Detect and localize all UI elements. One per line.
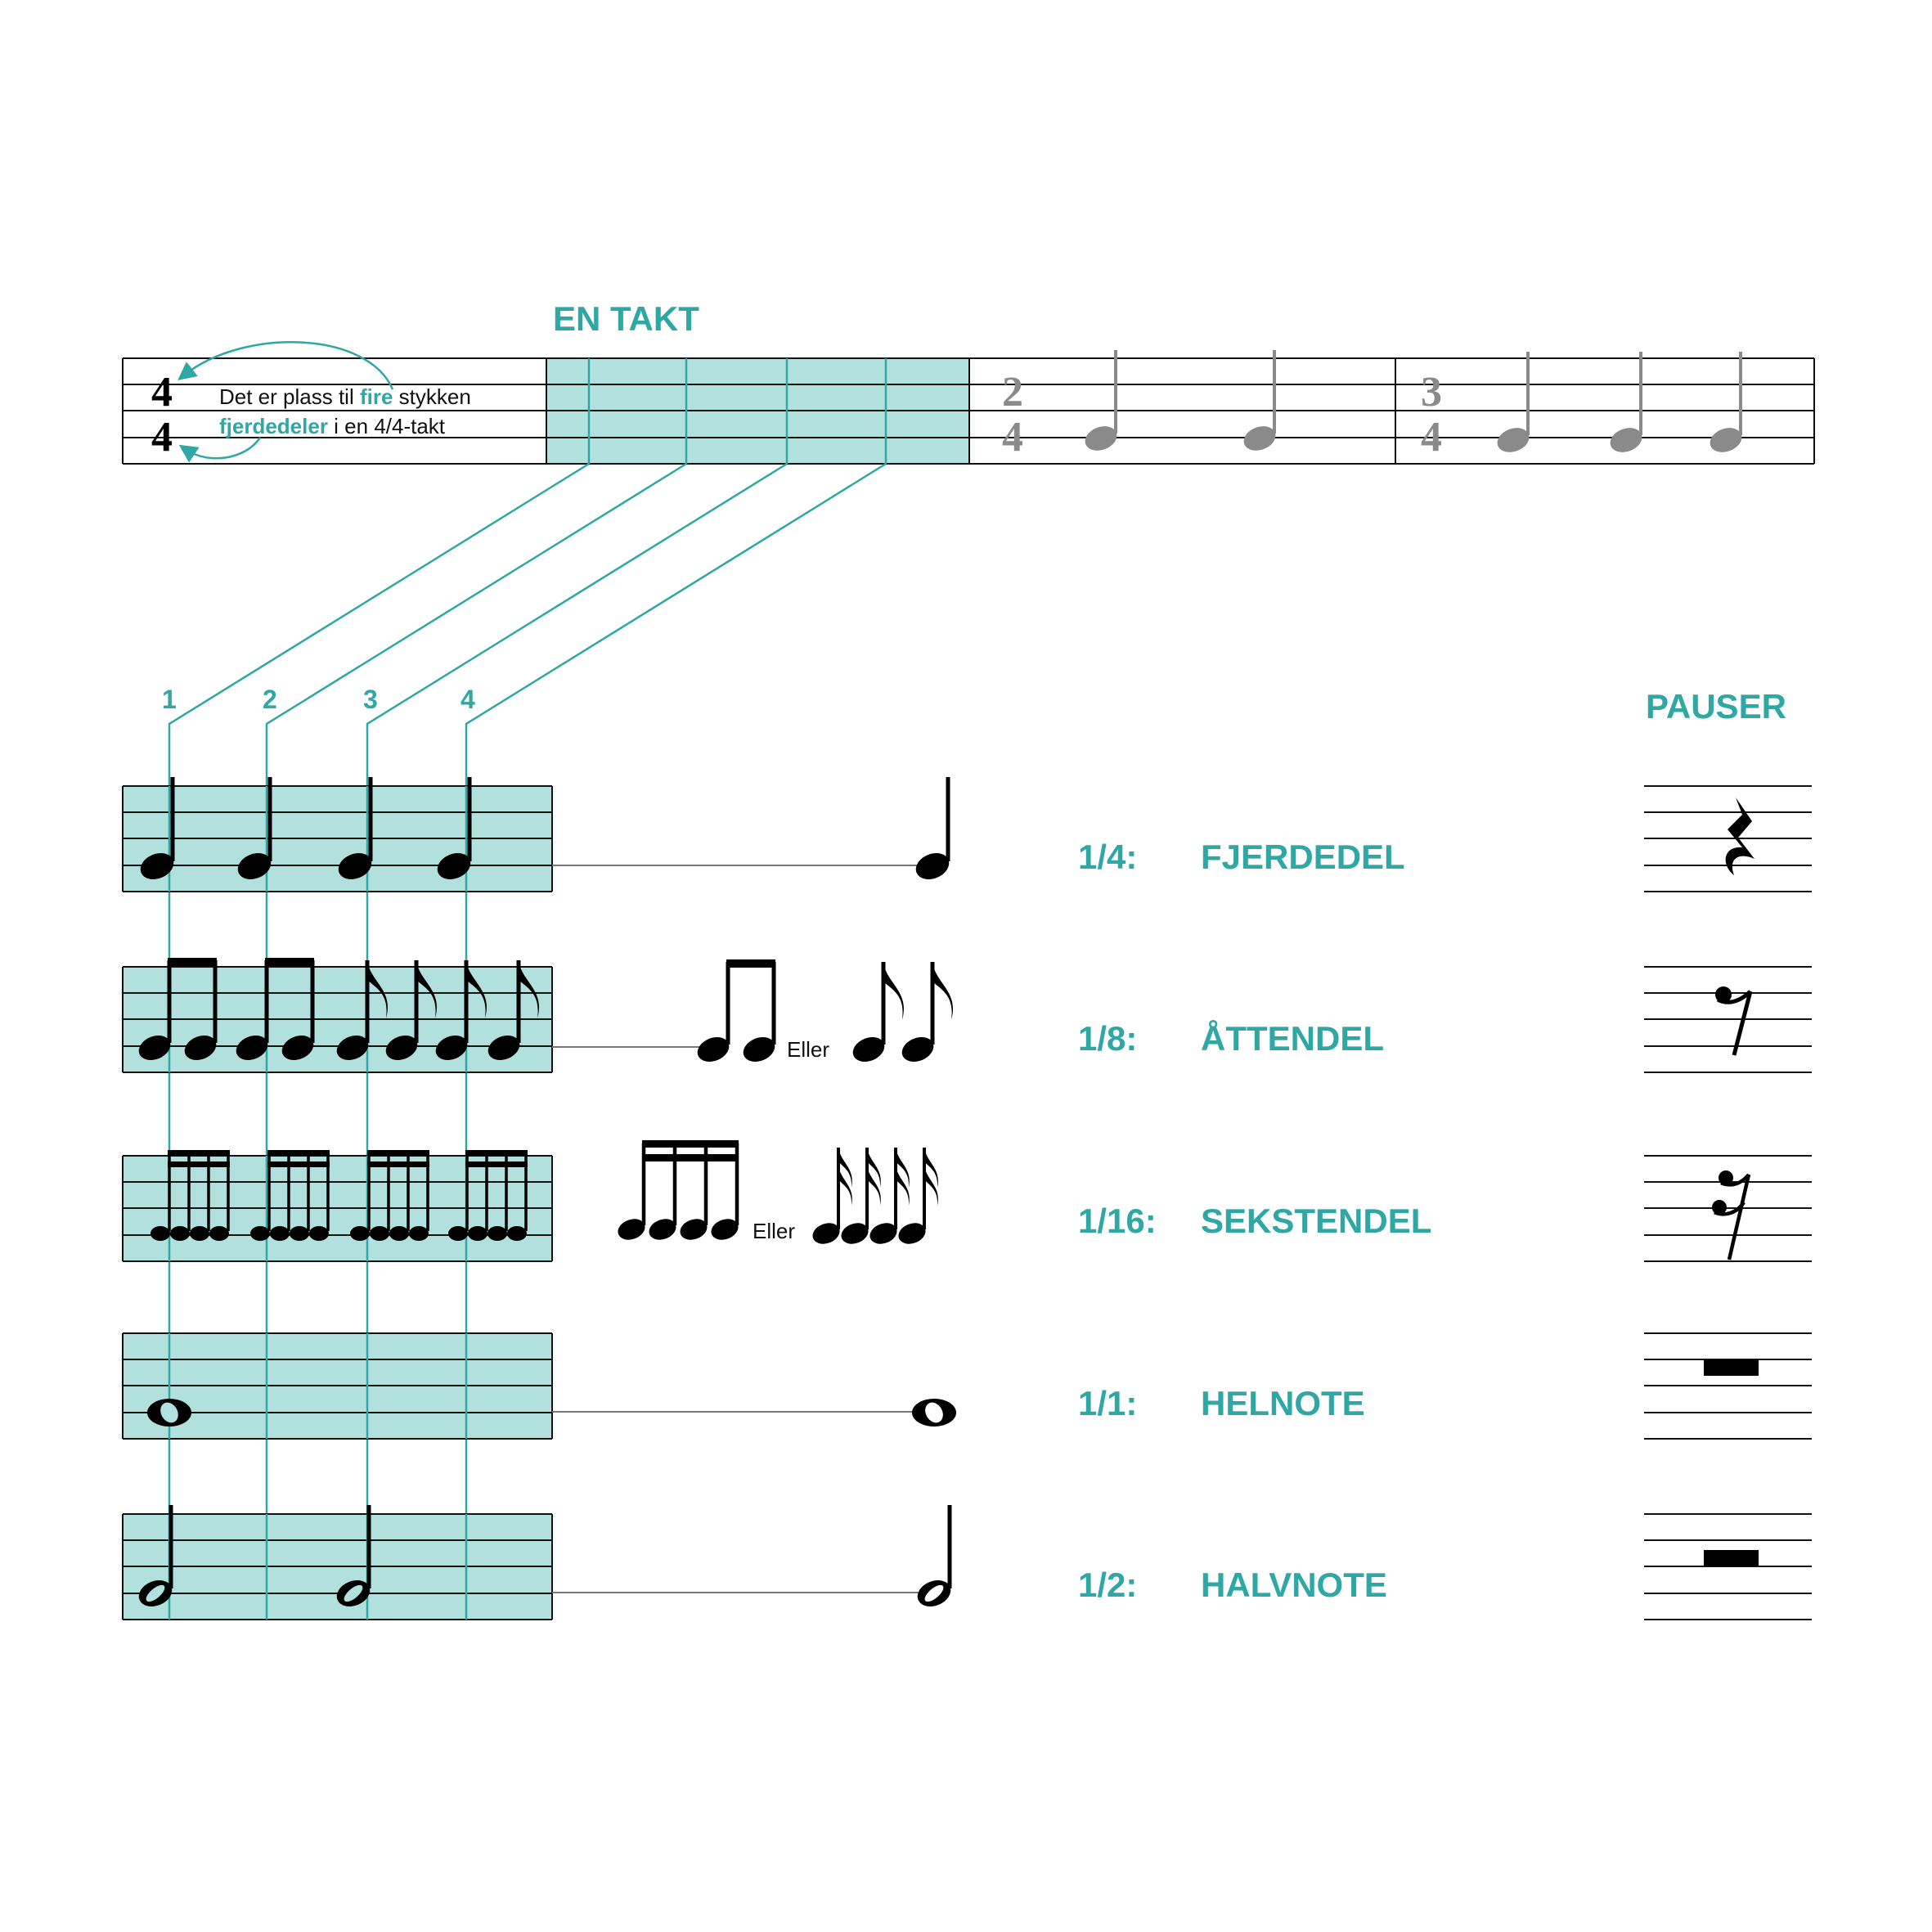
row-staff-lines [122, 1332, 553, 1440]
time-signature-bottom: 4 [1002, 414, 1023, 461]
row-whole: 1/1: HELNOTE [122, 1332, 1812, 1440]
time-signature-2-4: 2 4 [1002, 369, 1023, 461]
beat-number-2: 2 [263, 685, 277, 714]
row-sixteenth: Eller 1/16: SEKSTENDEL [122, 1140, 1812, 1262]
row-fraction: 1/2: [1078, 1566, 1137, 1604]
quarter-notes [140, 777, 472, 879]
row-name: HALVNOTE [1201, 1566, 1387, 1604]
beat-numbers: 1 2 3 4 [162, 685, 475, 714]
time-signature-bottom: 4 [1421, 414, 1442, 461]
arrow-to-bottom-number [178, 437, 262, 463]
beamed-sixteenth-example [618, 1140, 739, 1240]
row-quarter: 1/4: FJERDEDEL [122, 777, 1812, 892]
explanation-part-1: Det er plass til [219, 384, 360, 409]
row-name: FJERDEDEL [1201, 838, 1405, 876]
whole-note-example [912, 1399, 956, 1427]
beamed-eighth-notes [138, 958, 315, 1060]
sixteenth-group-2 [250, 1150, 330, 1241]
time-signature-bottom: 4 [151, 414, 173, 461]
sixteenth-rest-icon [1712, 1170, 1751, 1260]
sixteenth-group-4 [448, 1150, 528, 1241]
half-note-example [917, 1505, 952, 1606]
or-label: Eller [787, 1037, 829, 1062]
time-signature-top: 3 [1421, 369, 1442, 416]
arrow-to-top-number [177, 341, 394, 390]
beat-guides [168, 1333, 468, 1439]
row-name: SEKSTENDEL [1201, 1202, 1431, 1240]
explanation-highlight-fjerdedeler: fjerdedeler [219, 414, 328, 438]
row-fraction: 1/4: [1078, 838, 1137, 876]
beat-division-lines [587, 358, 887, 464]
beat-number-4: 4 [461, 685, 475, 714]
beat-number-3: 3 [363, 685, 378, 714]
grey-quarter-notes-3-4 [1497, 352, 1742, 452]
barlines [122, 358, 1815, 464]
beamed-eighth-example [697, 959, 776, 1062]
flagged-eighth-notes [336, 960, 540, 1060]
beat-connectors [168, 462, 887, 1615]
beat-number-1: 1 [162, 685, 177, 714]
row-staff-lines [122, 785, 553, 892]
explanation-highlight-fire: fire [360, 384, 393, 409]
time-signature-top: 4 [151, 369, 173, 416]
flagged-eighth-example [852, 962, 954, 1062]
explanation-line-1: Det er plass til fire stykken [219, 384, 471, 409]
or-label: Eller [753, 1219, 795, 1243]
rest-staff [1644, 1513, 1812, 1620]
beat-guides [168, 786, 468, 892]
explanation-line-2: fjerdedeler i en 4/4-takt [219, 414, 446, 438]
flagged-sixteenth-example [812, 1148, 938, 1244]
half-rest-icon [1704, 1550, 1759, 1566]
rest-staff [1644, 1332, 1812, 1440]
row-fraction: 1/16: [1078, 1202, 1157, 1240]
row-half: 1/2: HALVNOTE [122, 1505, 1812, 1620]
whole-note [147, 1399, 191, 1427]
rest-staff [1644, 966, 1812, 1073]
rest-staff [1644, 785, 1812, 892]
time-signature-4-4: 4 4 [151, 369, 173, 461]
grey-quarter-notes-2-4 [1085, 350, 1276, 451]
sixteenth-group-1 [151, 1150, 230, 1241]
row-fraction: 1/1: [1078, 1384, 1137, 1422]
time-signature-top: 2 [1002, 369, 1023, 416]
time-signature-3-4: 3 4 [1421, 369, 1442, 461]
quarter-note-example [915, 777, 950, 879]
rests-label: PAUSER [1646, 687, 1786, 726]
row-fraction: 1/8: [1078, 1019, 1137, 1058]
eighth-rest-icon [1715, 986, 1753, 1056]
beamed-sixteenth-notes [151, 1150, 528, 1241]
row-eighth: Eller 1/8: ÅTTENDEL [122, 958, 1812, 1073]
sixteenth-group-3 [350, 1150, 429, 1241]
quarter-rest-icon [1725, 798, 1755, 875]
row-name: HELNOTE [1201, 1384, 1365, 1422]
explanation-part-2: stykken [393, 384, 470, 409]
explanation-part-3: i en 4/4-takt [328, 414, 446, 438]
whole-rest-icon [1704, 1359, 1759, 1376]
row-name: ÅTTENDEL [1201, 1019, 1384, 1058]
measure-label: EN TAKT [553, 299, 699, 338]
half-notes [138, 1505, 371, 1606]
top-staff: EN TAKT 4 4 Det er plass til fire stykke… [122, 299, 1815, 465]
